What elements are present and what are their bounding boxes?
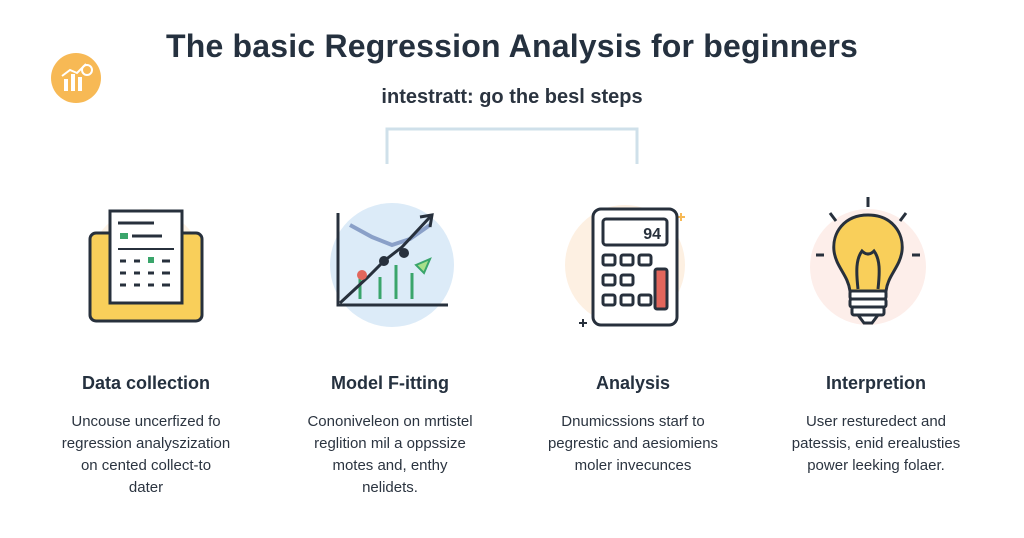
bracket-connector bbox=[385, 127, 639, 164]
calculator-icon: 94 bbox=[565, 205, 685, 327]
step-description: Dnumicssions starf to pegrestic and aesi… bbox=[547, 413, 719, 474]
step-interpretation: Interpretion User resturedect and patess… bbox=[756, 195, 996, 477]
step-heading: Analysis bbox=[595, 373, 671, 393]
step-heading: Model F-itting bbox=[331, 373, 449, 393]
step-heading: Data collection bbox=[81, 373, 211, 393]
page-subtitle: intestratt: go the besl steps bbox=[381, 86, 643, 108]
lightbulb-icon bbox=[810, 197, 926, 325]
calculator-display: 94 bbox=[643, 226, 661, 243]
folder-document-icon bbox=[88, 209, 204, 323]
step-description: User resturedect and patessis, enid erea… bbox=[791, 413, 961, 474]
page-title: The basic Regression Analysis for beginn… bbox=[165, 28, 859, 64]
step-model-fitting: Model F-itting Cononiveleon on mrtistel … bbox=[270, 195, 510, 499]
step-data-collection: Data collection Uncouse uncerfized fo re… bbox=[26, 195, 266, 499]
step-description: Cononiveleon on mrtistel reglition mil a… bbox=[307, 413, 473, 496]
step-analysis: 94 Analysis Dnumicssions starf to pegres… bbox=[513, 195, 753, 477]
logo-chart-icon bbox=[51, 53, 101, 103]
step-description: Uncouse uncerfized fo regression analysz… bbox=[61, 413, 231, 496]
step-heading: Interpretion bbox=[825, 373, 926, 393]
trend-chart-icon bbox=[330, 203, 454, 327]
